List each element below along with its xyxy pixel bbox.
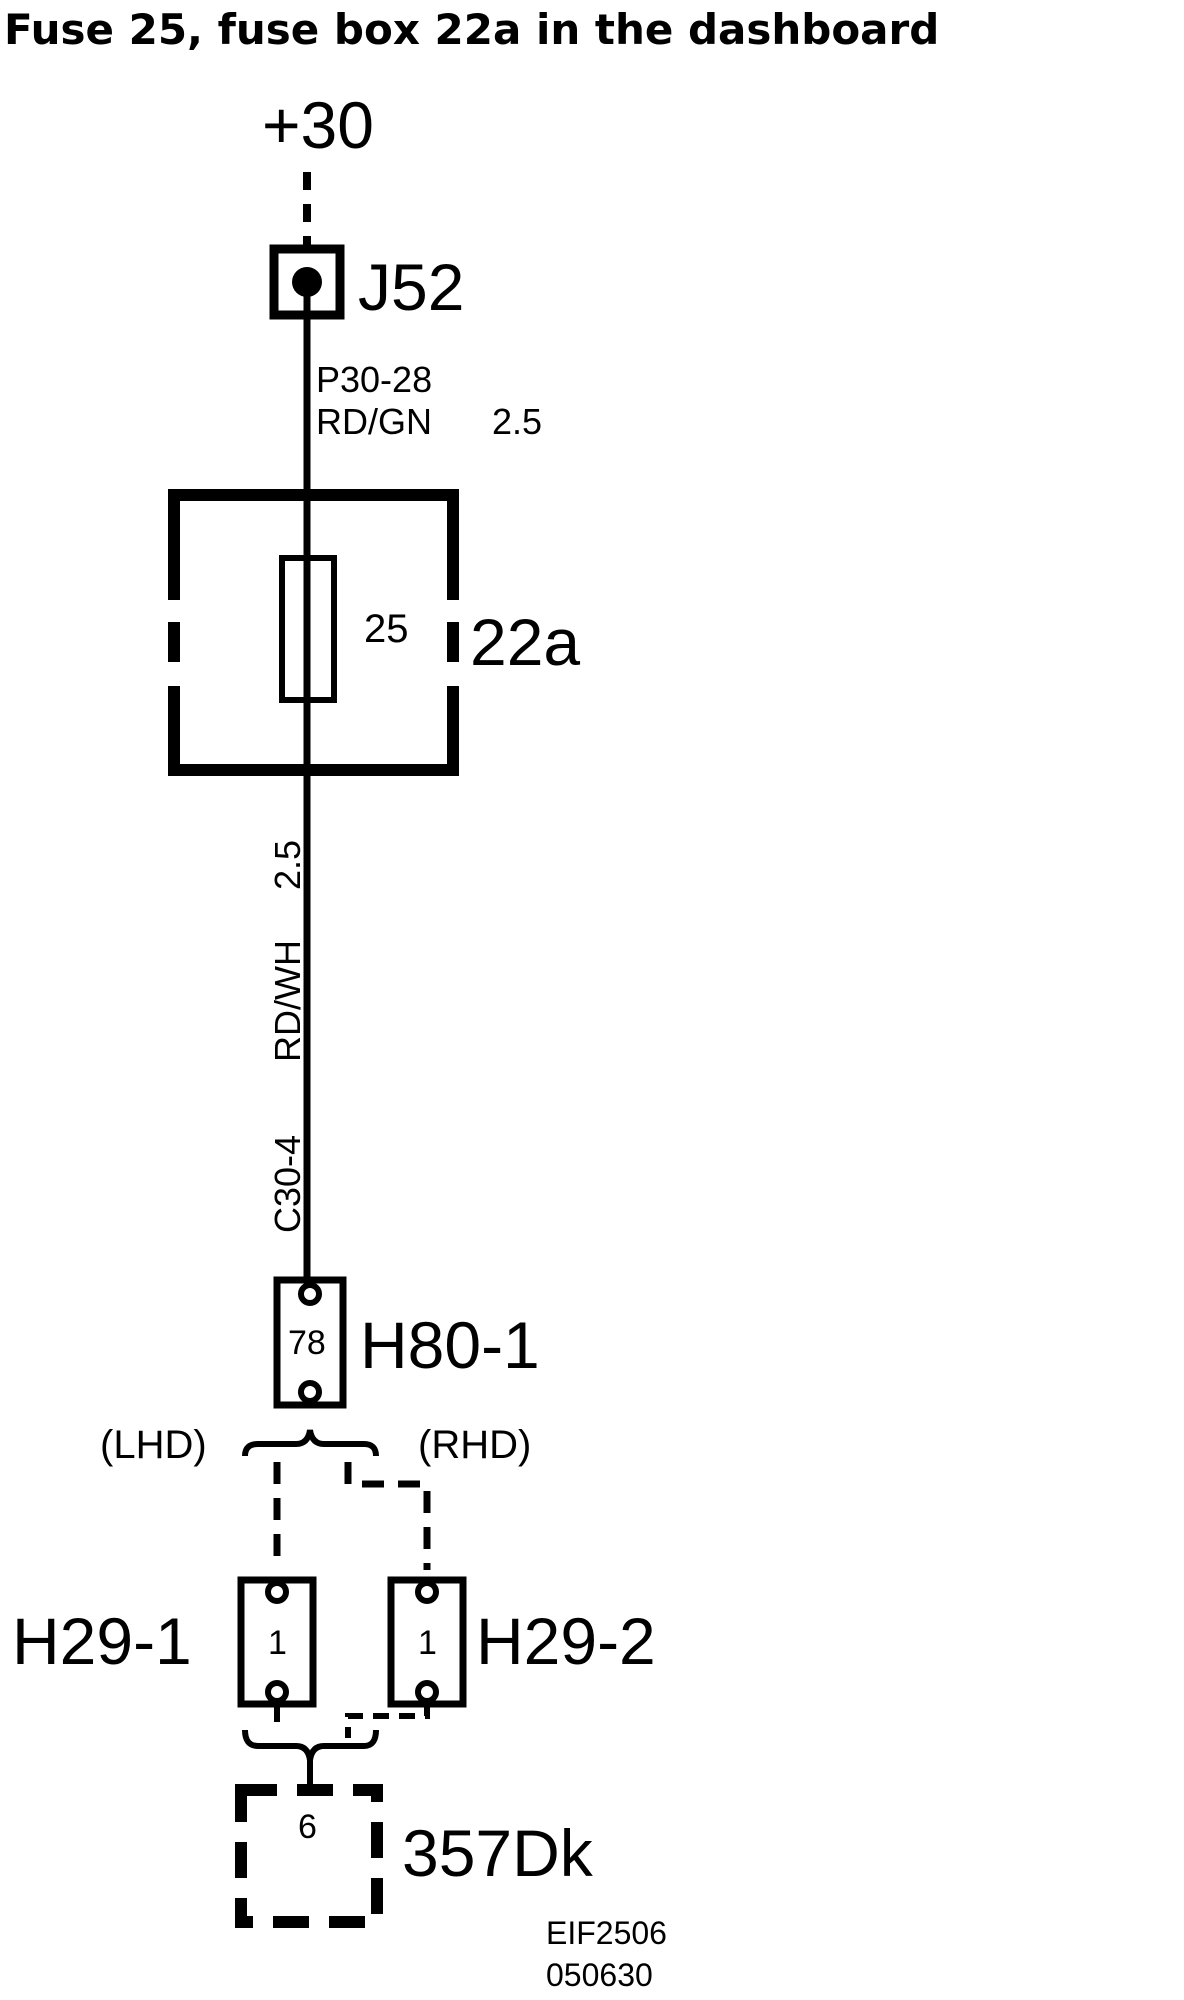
supply-label: +30 bbox=[262, 88, 374, 162]
connector-h29-1-pin-bottom bbox=[265, 1680, 289, 1704]
h29-2-dashed-return bbox=[345, 1702, 430, 1738]
connector-h80-pin-bottom bbox=[298, 1380, 322, 1404]
junction-label: J52 bbox=[358, 250, 464, 324]
branch-rhd-dashed-wire bbox=[344, 1462, 431, 1570]
component-357dk-box bbox=[235, 1784, 383, 1928]
wire-upper-color: RD/GN bbox=[316, 401, 432, 442]
connector-h29-2-label: H29-2 bbox=[476, 1604, 656, 1678]
component-pin: 6 bbox=[298, 1808, 317, 1846]
connector-h80-pin: 78 bbox=[288, 1324, 326, 1362]
variant-brace bbox=[242, 1429, 379, 1457]
variant-right-label: (RHD) bbox=[418, 1423, 531, 1467]
fuse-box-label: 22a bbox=[470, 605, 580, 679]
connector-h29-2-pin: 1 bbox=[418, 1624, 437, 1662]
connector-h80-label: H80-1 bbox=[360, 1308, 540, 1382]
fuse-number: 25 bbox=[364, 607, 409, 651]
drawing-ref-date: 050630 bbox=[546, 1957, 653, 1993]
wire-lower-color: RD/WH bbox=[267, 940, 308, 1062]
connector-h29-1-pin: 1 bbox=[268, 1624, 287, 1662]
drawing-ref-code: EIF2506 bbox=[546, 1915, 667, 1951]
connector-h29-2-pin-bottom bbox=[415, 1680, 439, 1704]
lower-brace bbox=[242, 1729, 379, 1761]
connector-h80-pin-top bbox=[298, 1282, 322, 1306]
component-label: 357Dk bbox=[402, 1816, 594, 1890]
connector-h29-1-pin-top bbox=[265, 1580, 289, 1604]
wire-lower-id: C30-4 bbox=[267, 1135, 308, 1233]
variant-left-label: (LHD) bbox=[100, 1423, 207, 1467]
connector-h29-2-pin-top bbox=[415, 1580, 439, 1604]
connector-h29-1-label: H29-1 bbox=[12, 1604, 192, 1678]
wire-lower-size: 2.5 bbox=[267, 840, 308, 890]
diagram-title: Fuse 25, fuse box 22a in the dashboard bbox=[4, 5, 939, 54]
wire-upper-size: 2.5 bbox=[492, 401, 542, 442]
wire-upper-id: P30-28 bbox=[316, 359, 432, 400]
fuse-box-22a-frame bbox=[168, 489, 459, 776]
